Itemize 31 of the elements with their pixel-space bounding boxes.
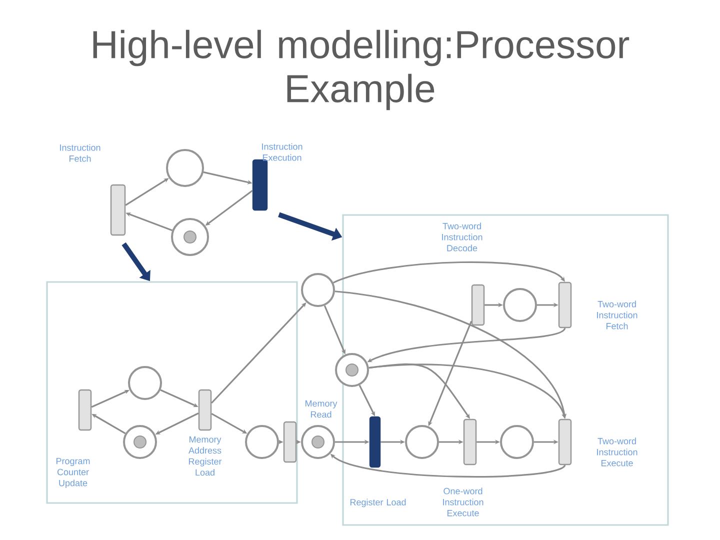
- transition-bar: [252, 159, 268, 211]
- subnet-frame: [46, 281, 298, 504]
- place-circle: [503, 288, 537, 322]
- transition-label: Two-word Instruction Execute: [597, 438, 638, 466]
- transition-label: Two-word Instruction Fetch: [597, 300, 638, 330]
- place-circle: [500, 425, 534, 459]
- transition-bar: [198, 389, 212, 431]
- transition-label: One-word Instruction Execute: [443, 488, 484, 516]
- transition-bar: [283, 421, 297, 463]
- transition-label: Program Counter Update: [56, 458, 90, 488]
- subnet-frame: [342, 214, 669, 526]
- place-circle: [128, 366, 162, 400]
- transition-bar: [558, 282, 572, 328]
- place-circle: [405, 425, 439, 459]
- transition-label: Register Load: [350, 498, 406, 508]
- transition-bar: [369, 416, 381, 468]
- transition-label: Two-word Instruction Decode: [442, 222, 482, 252]
- transition-bar: [558, 418, 572, 466]
- place-circle: [301, 273, 335, 307]
- transition-label: Instruction Fetch: [60, 144, 100, 162]
- title: High-level modelling:Processor Example: [93, 30, 630, 110]
- transition-label: Memory Address Register Load: [188, 436, 222, 476]
- transition-bar: [78, 389, 92, 431]
- arrow: [333, 261, 565, 284]
- transition-bar: [110, 184, 126, 236]
- transition-bar: [471, 284, 485, 326]
- place-circle: [166, 149, 204, 187]
- transition-label: Instruction Execution: [262, 143, 302, 161]
- place-circle: [245, 425, 279, 459]
- transition-bar: [463, 418, 477, 466]
- transition-label: Memory Read: [306, 400, 338, 418]
